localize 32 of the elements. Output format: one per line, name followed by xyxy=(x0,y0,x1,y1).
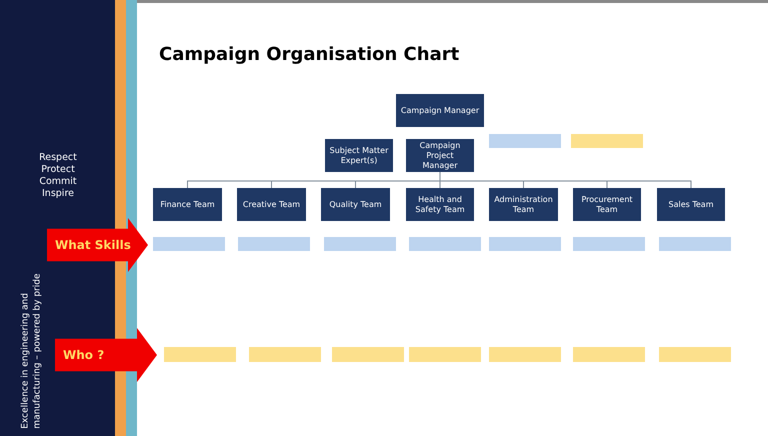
placeholder-bar xyxy=(409,347,481,362)
placeholder-bar xyxy=(164,347,236,362)
role-box: Finance Team xyxy=(153,188,222,221)
role-box: Subject Matter Expert(s) xyxy=(325,139,393,172)
role-box: Campaign Manager xyxy=(396,94,484,127)
role-box: Sales Team xyxy=(657,188,725,221)
role-box: Procurement Team xyxy=(573,188,641,221)
placeholder-bar xyxy=(489,134,561,148)
role-box: Creative Team xyxy=(237,188,306,221)
placeholder-bar xyxy=(573,347,645,362)
values-text: Respect Protect Commit Inspire xyxy=(38,152,78,200)
connector-line xyxy=(440,172,692,188)
placeholder-bar xyxy=(324,237,396,251)
role-box: Health and Safety Team xyxy=(406,188,474,221)
placeholder-bar xyxy=(409,237,481,251)
arrow-shape: What Skills xyxy=(47,218,148,272)
placeholder-bar xyxy=(659,347,731,362)
placeholder-bar xyxy=(332,347,404,362)
role-box: Campaign Project Manager xyxy=(406,139,474,172)
placeholder-bar xyxy=(153,237,225,251)
role-box: Quality Team xyxy=(321,188,390,221)
placeholder-bar xyxy=(249,347,321,362)
slogan-text: Excellence in engineering and manufacturing – powered by pride xyxy=(20,272,43,429)
placeholder-bar xyxy=(571,134,643,148)
placeholder-bar xyxy=(489,347,561,362)
chart-title: Campaign Organisation Chart xyxy=(159,44,460,65)
arrow-shape: Who ? xyxy=(55,328,157,382)
placeholder-bar xyxy=(238,237,310,251)
placeholder-bar xyxy=(489,237,561,251)
placeholder-bar xyxy=(659,237,731,251)
role-box: Administration Team xyxy=(489,188,558,221)
placeholder-bar xyxy=(573,237,645,251)
